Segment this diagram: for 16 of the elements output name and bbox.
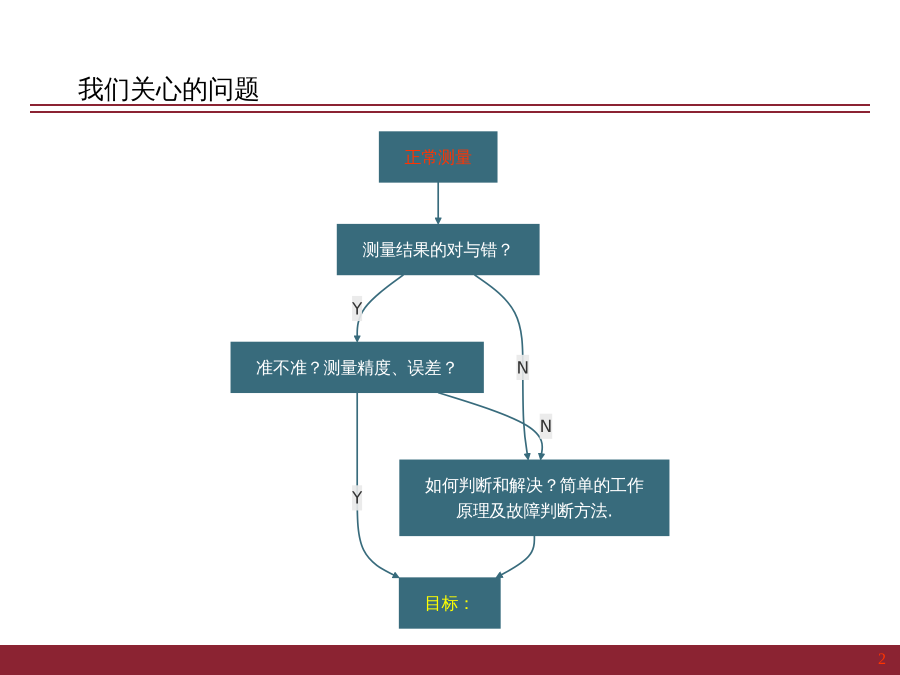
edge-label: Y: [352, 298, 362, 319]
arrow: [438, 392, 546, 460]
node-box: 如何判断和解决？简单的工作原理及故障判断方法.: [399, 460, 670, 536]
arrow: [434, 182, 442, 225]
edge-label: N: [516, 357, 530, 378]
arrow: [354, 274, 404, 342]
node-box: 测量结果的对与错？: [336, 224, 540, 276]
node-box: 正常测量: [378, 131, 498, 183]
arrow: [474, 274, 531, 460]
arrow: [496, 536, 536, 578]
edge-label: Y: [352, 488, 362, 508]
edge-label: N: [540, 416, 552, 436]
node-box: 准不准？测量精度、误差？: [230, 342, 484, 394]
page-number: 2: [878, 651, 886, 669]
slide-title: 我们关心的问题: [78, 74, 260, 107]
node-box: 目标：: [398, 577, 501, 629]
